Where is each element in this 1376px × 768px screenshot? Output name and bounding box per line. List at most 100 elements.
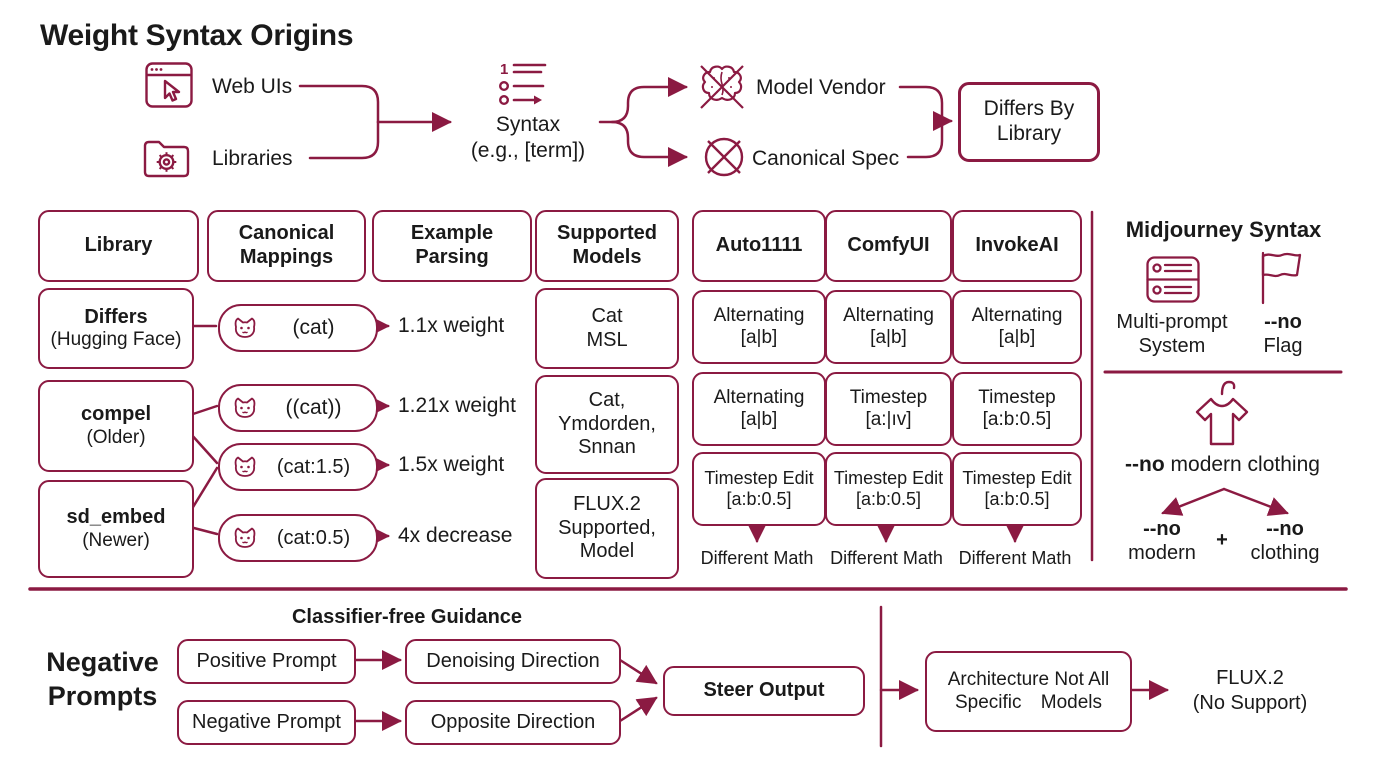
header-auto1111-label: Auto1111 — [715, 234, 803, 257]
mapping-token: (cat) — [292, 316, 335, 339]
parsing-result-1: 1.1x weight — [398, 314, 505, 337]
cfg-title: Classifier-free Guidance — [291, 606, 523, 628]
circle-x-icon — [704, 137, 744, 177]
denoising-direction-label: Denoising Direction — [426, 649, 600, 672]
negative-prompt-box: Negative Prompt — [177, 700, 356, 745]
cell-line: Timestep Edit — [962, 467, 1072, 488]
supported-models-box-3: FLUX.2 Supported, Model — [535, 478, 679, 579]
library-differs-name: Differs — [84, 305, 148, 328]
page-title: Weight Syntax Origins — [40, 19, 354, 52]
supported-line: Supported, — [558, 516, 656, 539]
supported-models-box-2: Cat, Ymdorden, Snnan — [535, 375, 679, 474]
negative-prompts-line1: Negative — [46, 647, 159, 677]
syntax-label: Syntax — [495, 113, 561, 136]
mapping-pill-cat05: (cat:0.5) — [218, 514, 378, 562]
differs-by-library-box: Differs By Library — [958, 82, 1100, 162]
no-flag-text: Flag — [1263, 335, 1303, 357]
no-rest: modern clothing — [1164, 453, 1320, 476]
header-invokeai: InvokeAI — [952, 210, 1082, 282]
split-left-text: modern — [1128, 542, 1196, 564]
plus-sign: + — [1216, 529, 1228, 551]
no-flag-prefix: --no — [1264, 311, 1302, 333]
tshirt-hanger-icon — [1195, 380, 1249, 446]
mapping-token: (cat:0.5) — [276, 526, 351, 549]
header-canonical-l2: Mappings — [239, 246, 334, 268]
cell-line: Alternating — [713, 386, 805, 408]
library-sdembed-box: sd_embed (Newer) — [38, 480, 194, 578]
negative-prompts-line2: Prompts — [47, 680, 158, 711]
svg-text:1: 1 — [500, 61, 508, 78]
header-supported-models: Supported Models — [535, 210, 679, 282]
header-canonical-l1: Canonical — [238, 222, 335, 245]
supported-line: MSL — [586, 328, 628, 351]
library-differs-sub: (Hugging Face) — [50, 329, 182, 351]
cell-auto1111-row1: Alternating [a|b] — [692, 290, 826, 364]
flag-icon — [1261, 251, 1302, 305]
negative-prompt-label: Negative Prompt — [192, 710, 341, 733]
no-flag-label: --no Flag — [1243, 310, 1323, 358]
cell-invokeai-row2: Timestep [a:b:0.5] — [952, 372, 1082, 446]
cell-comfyui-row1: Alternating [a|b] — [825, 290, 952, 364]
header-example-parsing: Example Parsing — [372, 210, 532, 282]
cell-line: Timestep Edit — [833, 467, 944, 488]
opposite-direction-label: Opposite Direction — [430, 710, 596, 733]
supported-models-box-1: Cat MSL — [535, 288, 679, 369]
library-sdembed-name: sd_embed — [66, 506, 166, 528]
library-compel-box: compel (Older) — [38, 380, 194, 472]
no-prefix: --no — [1125, 453, 1165, 476]
cell-auto1111-row3: Timestep Edit [a:b:0.5] — [692, 452, 826, 526]
steer-output-box: Steer Output — [663, 666, 865, 716]
differs-by-library-line2: Library — [996, 122, 1062, 145]
cell-line: [a:b:0.5] — [855, 489, 922, 509]
no-clothing-label: --no clothing — [1245, 517, 1325, 565]
cell-line: [a|b] — [740, 409, 778, 430]
libraries-label: Libraries — [212, 147, 293, 170]
supported-line: Ymdorden, — [558, 412, 656, 435]
header-library: Library — [38, 210, 199, 282]
web-uis-label: Web UIs — [212, 75, 293, 98]
cell-line: [a:|ıv] — [865, 409, 912, 430]
cell-line: [a:b:0.5] — [726, 489, 792, 509]
cell-line: [a:b:0.5] — [984, 489, 1050, 509]
supported-line: Snnan — [578, 436, 636, 459]
opposite-direction-box: Opposite Direction — [405, 700, 621, 745]
parsing-result-3: 1.5x weight — [398, 453, 505, 476]
cell-line: [a|b] — [740, 327, 778, 348]
brain-crossed-icon — [700, 65, 744, 109]
differs-by-library-line1: Differs By — [983, 97, 1075, 121]
supported-line: Cat, — [588, 389, 626, 412]
library-compel-name: compel — [80, 403, 152, 425]
positive-prompt-box: Positive Prompt — [177, 639, 356, 684]
header-library-label: Library — [84, 234, 153, 257]
denoising-direction-box: Denoising Direction — [405, 639, 621, 684]
cell-auto1111-row2: Alternating [a|b] — [692, 372, 826, 446]
cell-line: Timestep — [978, 386, 1056, 408]
cat-icon — [234, 317, 256, 338]
architecture-line1: Architecture Not All — [947, 669, 1110, 691]
supported-line: Model — [579, 540, 635, 563]
cell-line: [a:b:0.5] — [982, 409, 1052, 430]
different-math-label-1: Different Math — [700, 548, 814, 568]
parsing-result-2: 1.21x weight — [398, 394, 516, 417]
cell-comfyui-row3: Timestep Edit [a:b:0.5] — [825, 452, 952, 526]
header-supported-l2: Models — [572, 246, 642, 268]
cell-line: Timestep — [849, 386, 928, 408]
no-modern-label: --no modern — [1122, 517, 1202, 565]
architecture-box: Architecture Not All Specific Models — [925, 651, 1132, 732]
supported-line: Cat — [591, 304, 623, 327]
header-supported-l1: Supported — [557, 222, 657, 245]
negative-prompts-title: Negative Prompts — [35, 646, 170, 714]
midjourney-title: Midjourney Syntax — [1125, 217, 1322, 242]
numbered-list-icon: 1 — [499, 61, 547, 106]
cell-line: [a|b] — [870, 327, 907, 348]
library-sdembed-sub: (Newer) — [82, 529, 150, 551]
supported-line: FLUX.2 — [573, 493, 641, 516]
header-comfyui-label: ComfyUI — [847, 234, 930, 257]
header-example-l2: Parsing — [415, 246, 489, 268]
model-vendor-label: Model Vendor — [756, 76, 886, 99]
cell-line: Alternating — [713, 304, 805, 326]
positive-prompt-label: Positive Prompt — [196, 649, 337, 672]
no-modern-clothing-label: --no modern clothing — [1100, 452, 1345, 477]
header-example-l1: Example — [410, 222, 494, 245]
cell-line: Alternating — [971, 304, 1063, 326]
